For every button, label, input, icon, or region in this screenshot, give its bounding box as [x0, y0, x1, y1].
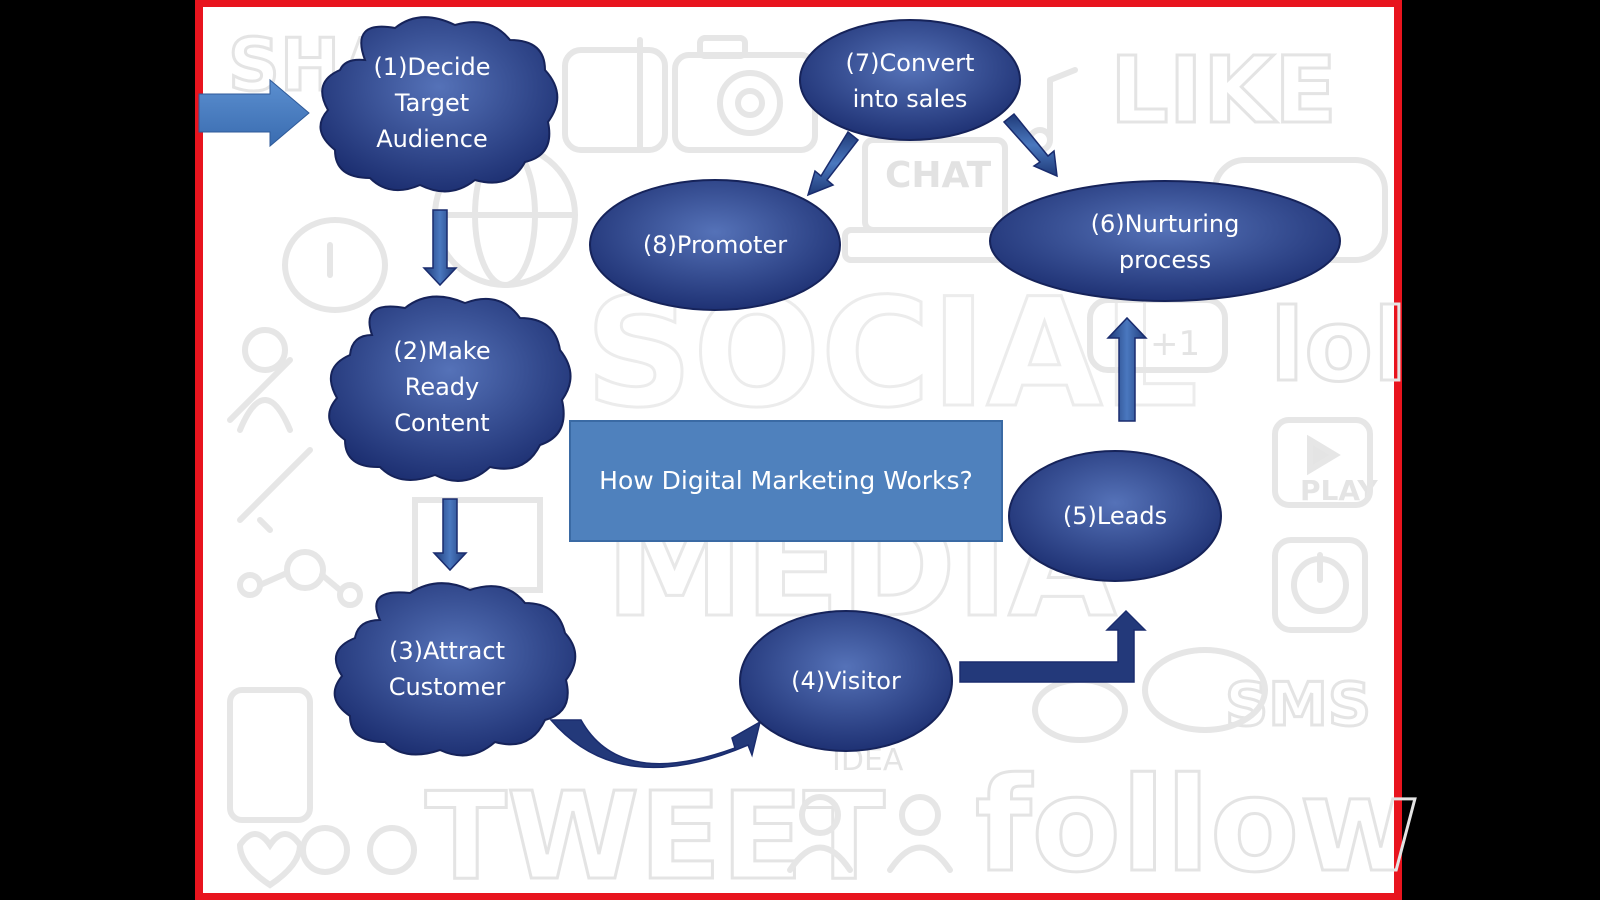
- node-6-ellipse: (6)Nurturing process: [989, 180, 1341, 302]
- arrow-7-to-8: [806, 130, 860, 197]
- node-3-line-2: Customer: [389, 673, 506, 701]
- node-2-cloud: (2)Make Ready Content: [328, 295, 572, 482]
- diagram-title: How Digital Marketing Works?: [599, 466, 973, 495]
- node-7-line-1: (7)Convert: [846, 49, 975, 77]
- node-2-line-3: Content: [394, 409, 489, 437]
- smiley-icon: [300, 825, 417, 875]
- node-1-line-2: Target: [394, 89, 469, 117]
- node-2-line-1: (2)Make: [393, 337, 490, 365]
- play-icon: [1272, 417, 1373, 508]
- node-2-line-2: Ready: [405, 373, 480, 401]
- node-7-line-2: into sales: [853, 85, 968, 113]
- bg-word-follow: follow: [975, 749, 1419, 900]
- arrow-5-to-6: [1106, 316, 1148, 422]
- node-5-line-1: (5)Leads: [1063, 502, 1167, 530]
- arrow-4-to-5: [959, 609, 1147, 683]
- arrow-1-to-2: [422, 209, 458, 287]
- person-icon: [237, 327, 953, 873]
- node-4-ellipse: (4)Visitor: [739, 610, 953, 752]
- arrow-2-to-3: [432, 498, 468, 572]
- node-1-cloud: (1)Decide Target Audience: [319, 16, 559, 193]
- node-1-line-3: Audience: [376, 125, 487, 153]
- phone-icon: [227, 687, 313, 823]
- connector-arrows: [422, 112, 1148, 769]
- node-1-line-1: (1)Decide: [373, 53, 490, 81]
- node-4-line-1: (4)Visitor: [791, 667, 901, 695]
- node-6-line-2: process: [1119, 246, 1211, 274]
- node-3-line-1: (3)Attract: [389, 637, 505, 665]
- arrow-7-to-6: [1002, 112, 1058, 178]
- node-8-ellipse: (8)Promoter: [589, 179, 841, 311]
- bg-word-lol: lol: [1270, 287, 1407, 404]
- bg-word-plus-one: +1: [1150, 324, 1200, 364]
- arrow-3-to-4: [549, 719, 762, 769]
- node-3-cloud: (3)Attract Customer: [333, 582, 577, 757]
- speech-bubble-icon: [282, 217, 388, 313]
- bg-word-tweet: TWEET: [425, 768, 885, 900]
- node-5-ellipse: (5)Leads: [1008, 450, 1222, 582]
- power-icon: [1272, 537, 1368, 633]
- entry-arrow: [198, 78, 310, 148]
- title-box: How Digital Marketing Works?: [569, 420, 1003, 542]
- node-7-ellipse: (7)Convert into sales: [799, 19, 1021, 141]
- bg-word-like: LIKE: [1110, 37, 1337, 144]
- node-6-line-1: (6)Nurturing: [1091, 210, 1240, 238]
- heart-icon: [237, 831, 304, 889]
- bg-word-chat: CHAT: [885, 155, 992, 196]
- node-8-line-1: (8)Promoter: [643, 231, 787, 259]
- bg-word-sms: SMS: [1225, 670, 1371, 740]
